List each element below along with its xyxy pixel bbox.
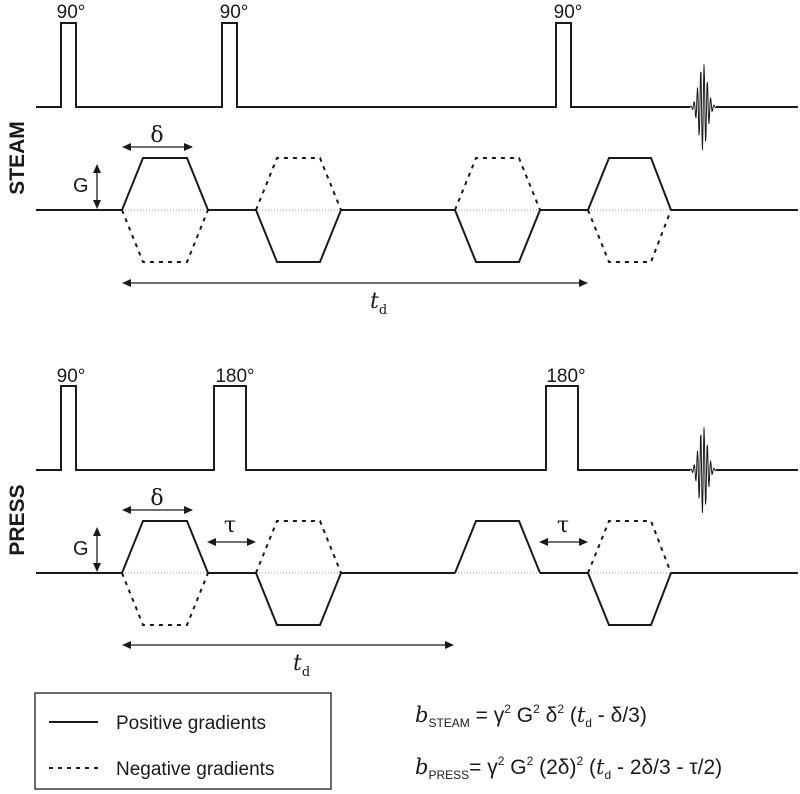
steam-lobe-1-positive bbox=[121, 157, 209, 211]
press-lobe-4-positive bbox=[587, 520, 672, 574]
press-td-arrowhead-left bbox=[122, 641, 131, 649]
steam-rf-label-2: 90° bbox=[220, 2, 249, 23]
equation-steam: bSTEAM = γ2 G2 δ2 (td - δ/3) bbox=[415, 702, 647, 730]
press-tau-label-1: τ bbox=[224, 513, 236, 538]
press-lobe-2-negative bbox=[255, 572, 342, 626]
press-g-label: G bbox=[73, 538, 89, 560]
legend-negative-label: Negative gradients bbox=[116, 759, 274, 780]
press-lobe-3-positive bbox=[454, 520, 541, 574]
steam-lobe-4-negative bbox=[587, 209, 672, 263]
press-label: PRESS bbox=[6, 484, 29, 555]
steam-rf-label-3: 90° bbox=[554, 2, 583, 23]
steam-lobe-3-positive bbox=[454, 157, 541, 211]
steam-rf-line bbox=[36, 22, 690, 108]
press-tau-arrowhead-2-left bbox=[539, 538, 548, 546]
press-g-arrowhead-up bbox=[93, 527, 101, 536]
press-td-arrowhead-right bbox=[445, 641, 454, 649]
steam-delta-arrowhead-right bbox=[184, 143, 193, 151]
steam-delta-arrowhead-left bbox=[122, 143, 131, 151]
press-lobe-2-positive bbox=[255, 520, 342, 574]
press-lobe-4-negative bbox=[587, 572, 672, 626]
steam-label: STEAM bbox=[6, 121, 29, 195]
steam-echo-signal bbox=[689, 64, 717, 150]
equations: bSTEAM = γ2 G2 δ2 (td - δ/3) bPRESS= γ2 … bbox=[415, 702, 722, 782]
press-rf-label-1: 90° bbox=[57, 366, 86, 387]
legend-box bbox=[34, 692, 332, 790]
press-lobe-1-negative bbox=[121, 572, 209, 626]
steam-td-arrowhead-right bbox=[579, 279, 588, 287]
press-tau-arrowhead-1-right bbox=[247, 538, 256, 546]
steam-rf-label-1: 90° bbox=[57, 2, 86, 23]
steam-lobe-2-negative bbox=[255, 209, 342, 263]
press-rf-label-2: 180° bbox=[215, 366, 254, 387]
steam-delta-label: δ bbox=[150, 123, 163, 148]
steam-lobe-1-negative bbox=[121, 209, 209, 263]
steam-td-arrowhead-left bbox=[122, 279, 131, 287]
steam-g-arrowhead-up bbox=[93, 164, 101, 173]
steam-lobe-3-negative bbox=[454, 209, 541, 263]
steam-g-label: G bbox=[73, 175, 89, 197]
press-delta-arrowhead-right bbox=[184, 506, 193, 514]
press-rf-label-3: 180° bbox=[546, 366, 585, 387]
press-echo-signal bbox=[689, 427, 717, 513]
equation-press: bPRESS= γ2 G2 (2δ)2 (td - 2δ/3 - τ/2) bbox=[415, 754, 722, 782]
press-g-arrowhead-down bbox=[93, 563, 101, 572]
press-section: PRESS 90° 180° 180° δ τ τ G bbox=[6, 366, 798, 680]
steam-lobe-4-positive bbox=[587, 157, 672, 211]
press-rf-line bbox=[36, 385, 690, 471]
press-delta-arrowhead-left bbox=[122, 506, 131, 514]
steam-lobe-2-positive bbox=[255, 157, 342, 211]
press-td-label: td bbox=[293, 651, 310, 680]
press-tau-arrowhead-2-right bbox=[579, 538, 588, 546]
press-lobe-1-positive bbox=[121, 520, 209, 574]
legend-positive-label: Positive gradients bbox=[116, 713, 266, 734]
press-tau-label-2: τ bbox=[557, 513, 569, 538]
steam-td-label: td bbox=[370, 289, 387, 318]
steam-g-arrowhead-down bbox=[93, 200, 101, 209]
legend: Positive gradients Negative gradients bbox=[34, 692, 332, 790]
steam-section: STEAM 90° 90° 90° δ G td bbox=[6, 2, 798, 318]
press-tau-arrowhead-1-left bbox=[207, 538, 216, 546]
press-delta-label: δ bbox=[150, 486, 163, 511]
